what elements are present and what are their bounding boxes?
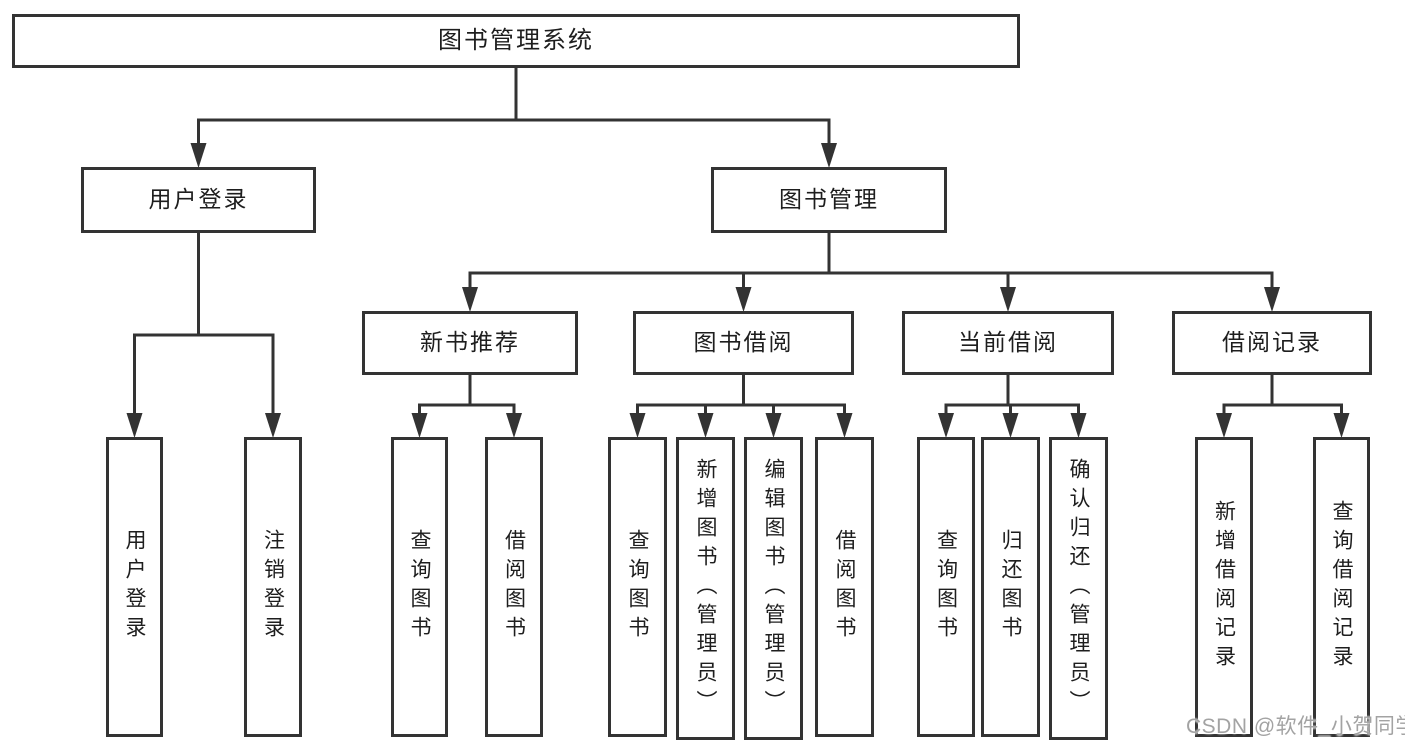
node-bb-query-book: 查询图书 [608,437,667,737]
node-bb-edit-book: 编辑图书（管理员） [744,437,803,740]
arrowhead-icon [697,413,714,438]
node-label-br-query-record: 查询借阅记录 [1330,500,1354,674]
arrowhead-icon [836,413,853,438]
node-bb-add-book: 新增图书（管理员） [676,437,735,740]
node-book-mgmt: 图书管理 [711,167,947,233]
node-label-rec-borrow-book: 借阅图书 [502,529,526,645]
node-label-rec-query-book: 查询图书 [408,529,432,645]
arrowhead-icon [411,413,428,438]
arrowhead-icon [1216,413,1232,438]
node-new-book-rec: 新书推荐 [362,311,578,375]
node-rec-borrow-book: 借阅图书 [485,437,543,737]
arrowhead-icon [1002,413,1019,438]
node-br-query-record: 查询借阅记录 [1313,437,1370,737]
arrowhead-icon [629,413,646,438]
arrowhead-icon [506,413,522,438]
node-label-user-login: 用户登录 [148,186,249,213]
node-borrow-records: 借阅记录 [1172,311,1372,375]
arrowhead-icon [265,413,281,438]
node-user-login: 用户登录 [81,167,316,233]
node-current-borrow: 当前借阅 [902,311,1114,375]
arrowhead-icon [735,287,752,312]
node-label-bb-edit-book: 编辑图书（管理员） [762,458,786,719]
node-label-bb-add-book: 新增图书（管理员） [694,458,718,719]
arrowhead-icon [1070,413,1087,438]
node-label-current-borrow: 当前借阅 [958,329,1058,356]
node-cb-return-book: 归还图书 [981,437,1040,737]
arrowhead-icon [821,143,837,168]
node-label-logout-leaf: 注销登录 [261,529,285,645]
arrowhead-icon [1264,287,1280,312]
node-label-bb-query-book: 查询图书 [626,529,650,645]
node-label-root: 图书管理系统 [438,26,594,54]
node-book-borrow: 图书借阅 [633,311,854,375]
node-br-add-record: 新增借阅记录 [1195,437,1253,737]
arrowhead-icon [190,143,207,168]
node-logout-leaf: 注销登录 [244,437,302,737]
arrowhead-icon [765,413,782,438]
node-label-borrow-records: 借阅记录 [1222,329,1322,356]
node-label-bb-borrow-book: 借阅图书 [833,529,857,645]
arrowhead-icon [126,413,143,438]
arrowhead-icon [1333,413,1350,438]
node-label-new-book-rec: 新书推荐 [420,329,520,356]
node-label-cb-return-book: 归还图书 [999,529,1023,645]
node-rec-query-book: 查询图书 [391,437,448,737]
node-label-book-borrow: 图书借阅 [693,329,794,356]
node-cb-confirm-return: 确认归还（管理员） [1049,437,1108,740]
watermark-csdn: CSDN @软件_小贺同学 [1186,715,1405,738]
node-label-login-leaf: 用户登录 [123,529,147,645]
arrowhead-icon [938,413,954,438]
node-login-leaf: 用户登录 [106,437,163,737]
node-label-cb-confirm-return: 确认归还（管理员） [1067,458,1091,719]
node-cb-query-book: 查询图书 [917,437,975,737]
node-root: 图书管理系统 [12,14,1020,68]
node-bb-borrow-book: 借阅图书 [815,437,874,737]
node-label-cb-query-book: 查询图书 [934,529,958,645]
node-label-book-mgmt: 图书管理 [779,186,879,213]
arrowhead-icon [1000,287,1016,312]
arrowhead-icon [462,287,478,312]
node-label-br-add-record: 新增借阅记录 [1212,500,1236,674]
